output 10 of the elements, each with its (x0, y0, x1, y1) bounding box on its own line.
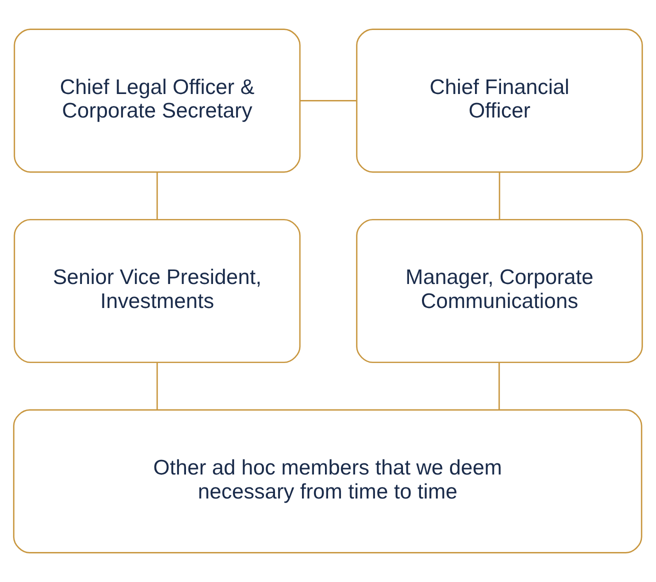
connector (300, 100, 356, 102)
connector (498, 172, 500, 220)
node-box: Other ad hoc members that we deem necessary from time to time (13, 409, 642, 554)
node-box: Chief Legal Officer & Corporate Secretary (14, 28, 301, 173)
node-box: Manager, Corporate Communications (356, 218, 643, 364)
connector (498, 362, 500, 410)
node-box: Senior Vice President, Investments (14, 218, 301, 364)
node-box: Chief Financial Officer (356, 28, 643, 173)
connector (156, 172, 158, 220)
connector (156, 362, 158, 410)
